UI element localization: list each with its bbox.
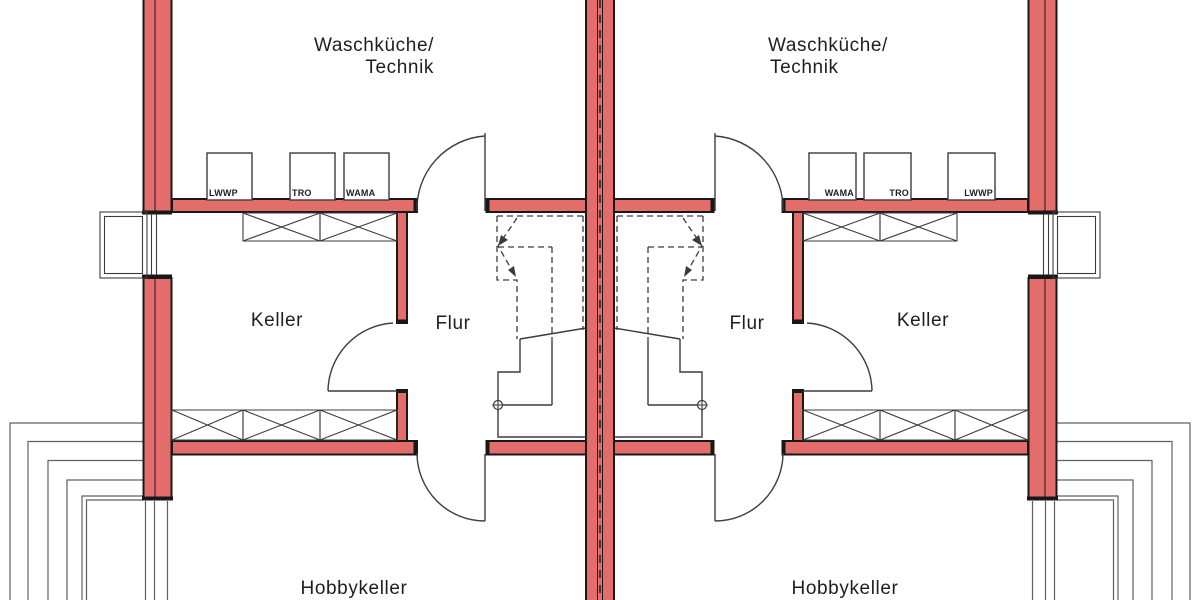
appliance-tro-right [863,152,912,201]
room-label-hobbykeller-left: Hobbykeller [301,578,408,599]
room-label-flur-right: Flur [729,313,764,334]
door-keller-right [803,322,873,392]
staircase-left [492,215,587,438]
appliance-wama-left [343,152,390,201]
exterior-steps-right [1031,422,1191,600]
staircase-right [613,215,708,438]
room-label-laundry-left-line1: Waschküche/ [314,35,434,56]
appliance-label: TRO [889,188,909,198]
appliance-label: TRO [292,188,312,198]
room-label-hobbykeller-right: Hobbykeller [792,578,899,599]
upper-interior-wall [171,198,1029,213]
hatch-zone-left-top [242,212,398,242]
appliance-label: LWWP [964,188,993,198]
appliance-label: LWWP [209,188,238,198]
exterior-steps-left [9,422,169,600]
appliance-wama-right [808,152,857,201]
hatch-zone-left-bottom [171,409,398,441]
keller-partition-wall-left [396,211,408,442]
door-laundry-right [714,133,784,212]
party-wall-center [585,0,615,600]
room-label-keller-left: Keller [251,310,303,331]
appliance-boxes-left: LWWP TRO WAMA [206,152,390,201]
hatch-zone-right-bottom [802,409,1029,441]
room-label-laundry-right-line2: Technik [770,57,839,78]
appliance-lwwp-right [947,152,996,201]
exterior-wall-right [1027,0,1058,501]
appliance-label: WAMA [825,188,855,198]
appliance-lwwp-left [206,152,253,201]
appliance-tro-left [289,152,336,201]
basement-window-right [1028,210,1101,279]
door-keller-left [327,322,397,392]
appliance-boxes-right: WAMA TRO LWWP [808,152,996,201]
keller-partition-wall-right [792,211,804,442]
hatch-zone-right-top [802,212,958,242]
basement-window-left [99,210,172,279]
room-label-flur-left: Flur [435,313,470,334]
room-label-keller-right: Keller [897,310,949,331]
room-label-laundry-left-line2: Technik [365,57,434,78]
room-labels: Waschküche/ Technik Waschküche/ Technik … [251,35,949,599]
appliance-label: WAMA [346,188,376,198]
door-hobbykeller-right [714,452,784,522]
lower-interior-wall [171,440,1029,456]
door-laundry-left [416,133,486,212]
room-label-laundry-right-line1: Waschküche/ [768,35,888,56]
door-hobbykeller-left [416,452,486,522]
